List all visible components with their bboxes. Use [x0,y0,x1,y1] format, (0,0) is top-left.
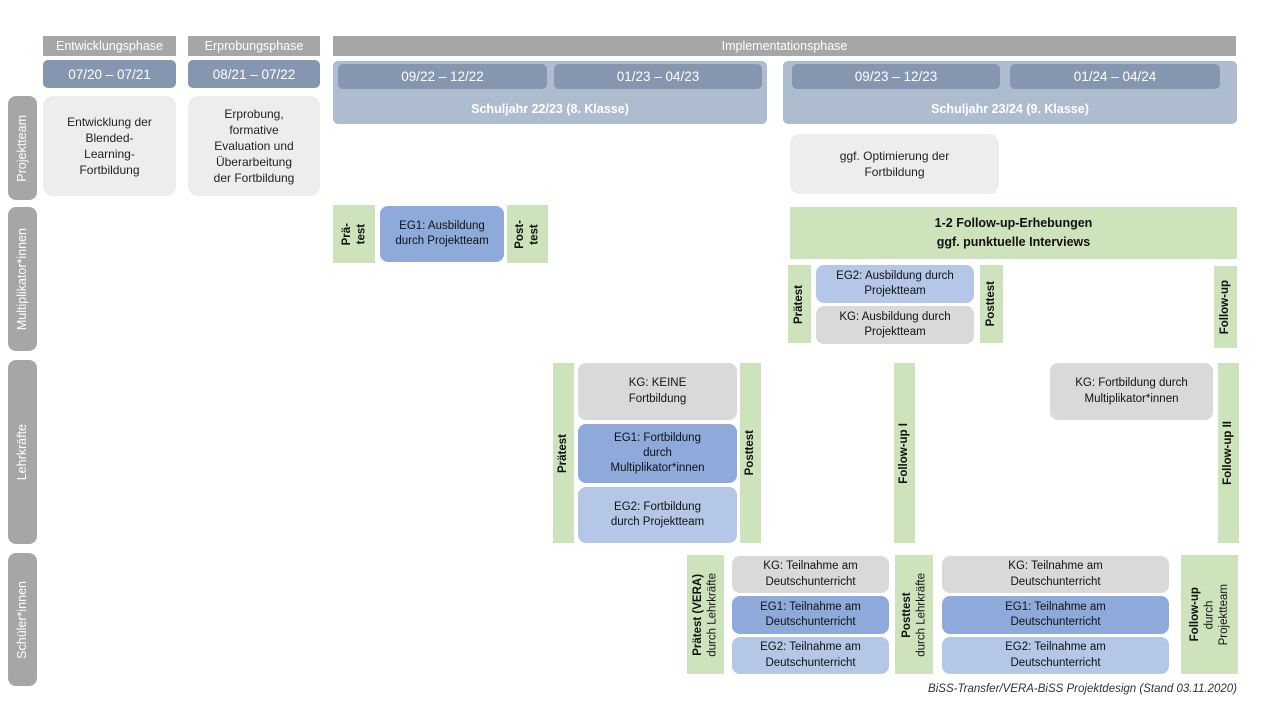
date-range-01-23-04-23: 01/23 – 04/23 [554,64,762,89]
schuljahr-23-24-label: Schuljahr 23/24 (9. Klasse) [931,102,1089,116]
schueler-posttest-bar: Posttest durch Lehrkräfte [895,555,933,674]
lehr-eg1-fortbildung-box: EG1: Fortbildung durch Multiplikator*inn… [578,424,737,483]
schueler-followup-bar: Follow-up durch Projektteam [1181,555,1238,674]
mult-eg2-ausbildung-box: EG2: Ausbildung durch Projektteam [816,265,974,303]
schueler-kg-box-2: KG: Teilnahme am Deutschunterricht [942,556,1169,593]
row-label-schueler: Schüler*innen [8,553,37,686]
schuljahr-22-23-container: 09/22 – 12/22 01/23 – 04/23 Schuljahr 22… [333,61,767,124]
lehr-followup1-bar: Follow-up I [894,363,915,543]
mult-eg1-ausbildung-box: EG1: Ausbildung durch Projektteam [380,206,504,262]
date-range-erprobung: 08/21 – 07/22 [188,60,320,88]
phase-bar-entwicklungsphase: Entwicklungsphase [43,36,176,56]
lehr-posttest-bar: Posttest [740,363,761,543]
mult-posttest2-bar: Posttest [980,265,1003,343]
date-range-09-22-12-22: 09/22 – 12/22 [338,64,547,89]
lehr-followup2-bar: Follow-up II [1218,363,1239,543]
schueler-eg1-box-2: EG1: Teilnahme am Deutschunterricht [942,596,1169,634]
schueler-eg2-box-1: EG2: Teilnahme am Deutschunterricht [732,637,889,674]
lehr-eg2-fortbildung-box: EG2: Fortbildung durch Projektteam [578,487,737,543]
lehr-praetest-bar: Prätest [553,363,574,543]
mult-praetest-bar: Prä- test [333,205,375,263]
lehr-kg-fortbildung-box: KG: Fortbildung durch Multiplikator*inne… [1050,363,1213,420]
schueler-kg-box-1: KG: Teilnahme am Deutschunterricht [732,556,889,593]
phase-bar-implementationsphase: Implementationsphase [333,36,1236,56]
mult-followup-bar: Follow-up [1214,266,1237,348]
mult-kg-ausbildung-box: KG: Ausbildung durch Projektteam [816,306,974,344]
schuljahr-22-23-label: Schuljahr 22/23 (8. Klasse) [471,102,629,116]
box-entwicklung-fortbildung: Entwicklung der Blended-Learning-Fortbil… [43,96,176,196]
followup-erhebungen-bar: 1-2 Follow-up-Erhebungen ggf. punktuelle… [790,207,1237,259]
box-erprobung-evaluation: Erprobung, formative Evaluation und Über… [188,96,320,196]
schuljahr-23-24-container: 09/23 – 12/23 01/24 – 04/24 Schuljahr 23… [783,61,1237,124]
row-label-projektteam: Projektteam [8,96,37,200]
date-range-09-23-12-23: 09/23 – 12/23 [792,64,1000,89]
mult-praetest2-bar: Prätest [788,265,811,343]
footer-caption: BiSS-Transfer/VERA-BiSS Projektdesign (S… [928,683,1237,695]
phase-bar-erprobungsphase: Erprobungsphase [188,36,320,56]
box-optimierung-fortbildung: ggf. Optimierung der Fortbildung [790,134,999,194]
row-label-lehrkraefte: Lehrkräfte [8,360,37,544]
row-label-multiplikatoren: Multiplikator*innen [8,207,37,351]
date-range-entwicklung: 07/20 – 07/21 [43,60,176,88]
schueler-praetest-bar: Prätest (VERA) durch Lehrkräfte [687,555,724,674]
schueler-eg1-box-1: EG1: Teilnahme am Deutschunterricht [732,596,889,634]
schueler-eg2-box-2: EG2: Teilnahme am Deutschunterricht [942,637,1169,674]
mult-posttest-bar: Post- test [507,205,548,263]
lehr-kg-keine-box: KG: KEINE Fortbildung [578,363,737,420]
date-range-01-24-04-24: 01/24 – 04/24 [1010,64,1220,89]
